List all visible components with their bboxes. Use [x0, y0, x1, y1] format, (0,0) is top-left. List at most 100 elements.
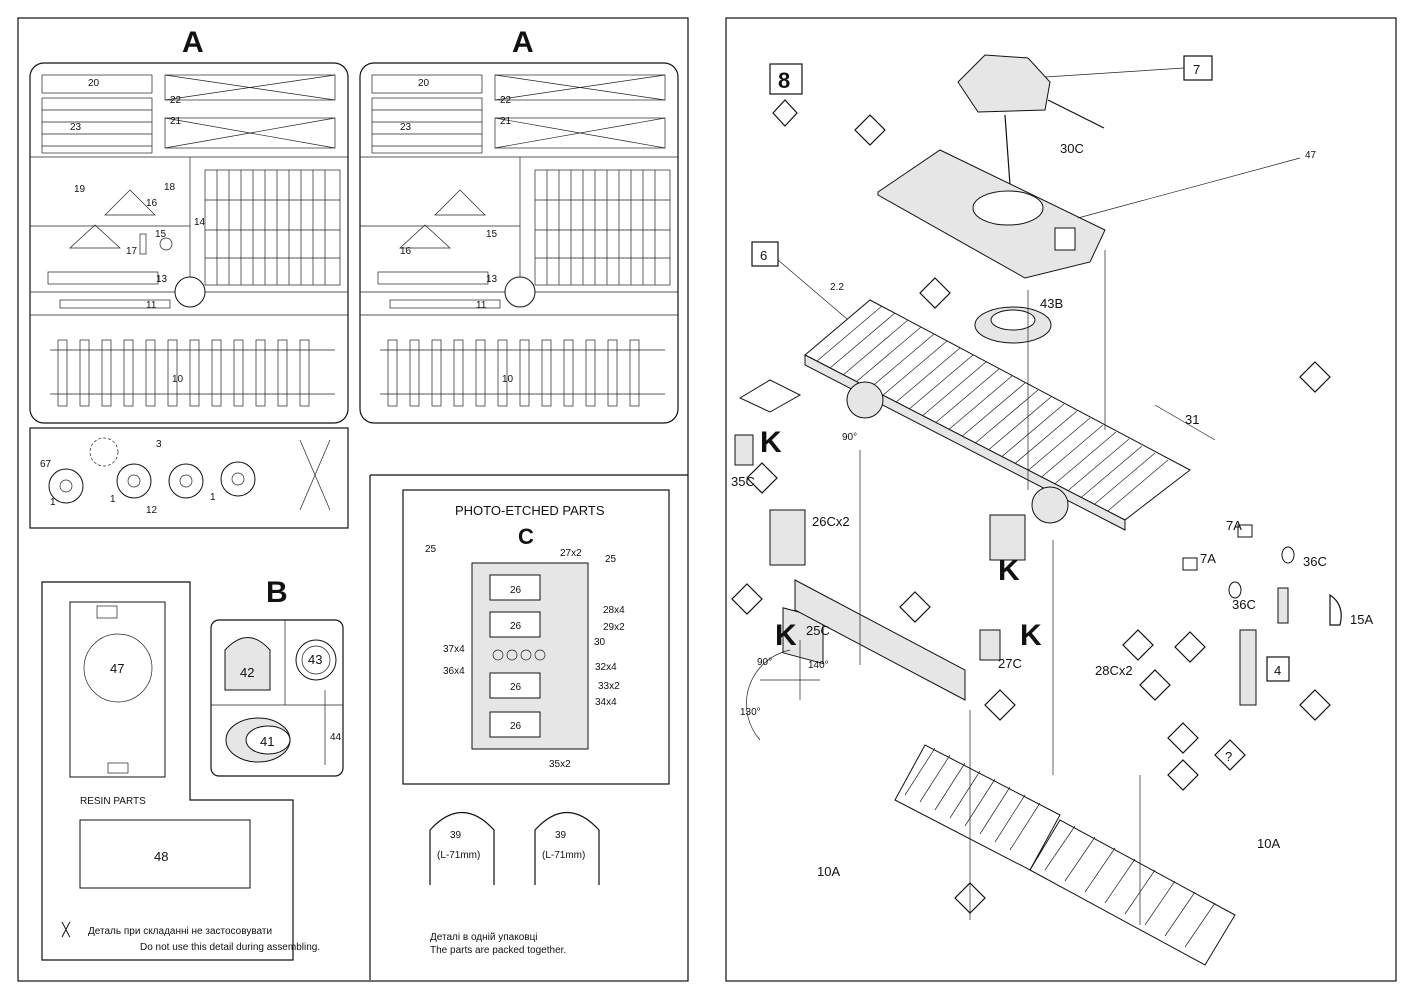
detail-k-angle: K — [775, 619, 797, 652]
part-18-label: 18 — [164, 182, 176, 193]
label-10a-1: 10A — [817, 864, 840, 879]
part-17-label: 17 — [126, 246, 138, 257]
part-1c-label: 1 — [210, 492, 216, 503]
callout-7: 7 — [1193, 62, 1200, 77]
side-plank-25c — [794, 579, 966, 701]
copy-part-22-label: 22 — [500, 95, 512, 106]
detail-k-3: K — [1020, 619, 1042, 652]
label-7a-1: 7A — [1226, 518, 1242, 533]
copy-part-23-label: 23 — [400, 122, 412, 133]
copy-part-21-label: 21 — [500, 116, 512, 127]
part-15-label: 15 — [155, 229, 167, 240]
detail-k-2: K — [998, 554, 1020, 587]
part-41-label: 41 — [260, 734, 274, 749]
resin-parts-label: RESIN PARTS — [80, 796, 146, 807]
packed-together-ua: Деталі в одній упаковці — [430, 932, 538, 943]
cross-icon: ╳ — [61, 921, 71, 938]
pe-label-25a: 25 — [425, 544, 437, 555]
pe-label-26d: 26 — [510, 721, 522, 732]
do-not-use-en: Do not use this detail during assembling… — [140, 942, 320, 953]
label-36c-2: 36C — [1232, 597, 1256, 612]
label-30c: 30C — [1060, 141, 1084, 156]
wheel-sprue: 67 3 1 1 1 12 — [29, 427, 349, 529]
pe-label-27x2: 27x2 — [560, 548, 582, 559]
label-43b: 43B — [1040, 296, 1063, 311]
sprue-a: 20 22 23 21 19 18 16 14 15 17 13 11 10 — [29, 62, 349, 424]
part-19-label: 19 — [74, 184, 86, 195]
question-mark: ? — [1225, 749, 1232, 764]
label-25c: 25C — [806, 623, 830, 638]
pe-label-29x2: 29x2 — [603, 622, 625, 633]
pe-label-34x4: 34x4 — [595, 697, 617, 708]
label-26cx2: 26Cx2 — [812, 514, 850, 529]
part-10-label: 10 — [172, 374, 184, 385]
rail-track-1 — [894, 744, 1061, 871]
resin-part-48-label: 48 — [154, 849, 168, 864]
resin-part-47-label: 47 — [110, 661, 124, 676]
cable-2-number: 39 — [555, 830, 567, 841]
photo-etched-sheet-label: C — [518, 524, 534, 549]
copy-part-10-label: 10 — [502, 374, 514, 385]
label-36c-1: 36C — [1303, 554, 1327, 569]
copy-part-13-label: 13 — [486, 274, 498, 285]
sprue-b-label: B — [266, 576, 288, 609]
pe-label-37x4: 37x4 — [443, 644, 465, 655]
angle-130: 130° — [740, 707, 761, 718]
angle-90: 90° — [757, 657, 772, 668]
part-1b-label: 1 — [110, 494, 116, 505]
packed-together-en: The parts are packed together. — [430, 945, 566, 956]
photo-etched-title: PHOTO-ETCHED PARTS — [455, 503, 605, 518]
glue-icon — [772, 99, 798, 127]
label-35c: 35C — [731, 474, 755, 489]
step-number: 8 — [778, 68, 790, 93]
part-42-label: 42 — [240, 665, 254, 680]
pe-label-25b: 25 — [605, 554, 617, 565]
part-20-label: 20 — [88, 78, 100, 89]
cable-1-number: 39 — [450, 830, 462, 841]
pe-label-35x2: 35x2 — [549, 759, 571, 770]
pe-label-26c: 26 — [510, 682, 522, 693]
sprue-a-label: A — [182, 26, 204, 59]
part-13-label: 13 — [156, 274, 168, 285]
pe-label-36x4: 36x4 — [443, 666, 465, 677]
label-10a-2: 10A — [1257, 836, 1280, 851]
sprue-a-copy: 20 22 23 21 16 15 13 11 10 — [359, 62, 679, 424]
copy-part-16-label: 16 — [400, 246, 412, 257]
detail-k-1: K — [760, 426, 782, 459]
pe-label-26a: 26 — [510, 585, 522, 596]
label-7a-2: 7A — [1200, 551, 1216, 566]
part-67-label: 67 — [40, 459, 52, 470]
callout-6: 6 — [760, 248, 767, 263]
right-page-border — [725, 17, 1397, 982]
cable-1-length: (L-71mm) — [437, 850, 480, 861]
label-2-2: 2.2 — [830, 282, 844, 293]
label-27c: 27C — [998, 656, 1022, 671]
do-not-use-ua: Деталь при складанні не застосовувати — [88, 926, 272, 937]
callout-4: 4 — [1274, 663, 1281, 678]
part-43-label: 43 — [308, 652, 322, 667]
pe-label-26b: 26 — [510, 621, 522, 632]
pe-label-30: 30 — [594, 637, 606, 648]
left-page-border — [17, 17, 689, 982]
part-22-label: 22 — [170, 95, 182, 106]
part-16-label: 16 — [146, 198, 158, 209]
sprue-b: 42 43 41 44 — [210, 619, 344, 777]
label-47: 47 — [1305, 150, 1317, 161]
copy-part-15-label: 15 — [486, 229, 498, 240]
copy-part-20-label: 20 — [418, 78, 430, 89]
part-12-label: 12 — [146, 505, 158, 516]
label-90deg: 90° — [842, 432, 857, 443]
part-14-label: 14 — [194, 217, 206, 228]
pe-label-32x4: 32x4 — [595, 662, 617, 673]
pe-label-33x2: 33x2 — [598, 681, 620, 692]
angle-140: 140° — [808, 660, 829, 671]
part-23-label: 23 — [70, 122, 82, 133]
part-21-label: 21 — [170, 116, 182, 127]
copy-part-11-label: 11 — [476, 300, 487, 311]
part-44-label: 44 — [330, 732, 342, 743]
label-15a: 15A — [1350, 612, 1373, 627]
cable-2-length: (L-71mm) — [542, 850, 585, 861]
deck-planks — [816, 305, 1169, 516]
pe-label-28x4: 28x4 — [603, 605, 625, 616]
